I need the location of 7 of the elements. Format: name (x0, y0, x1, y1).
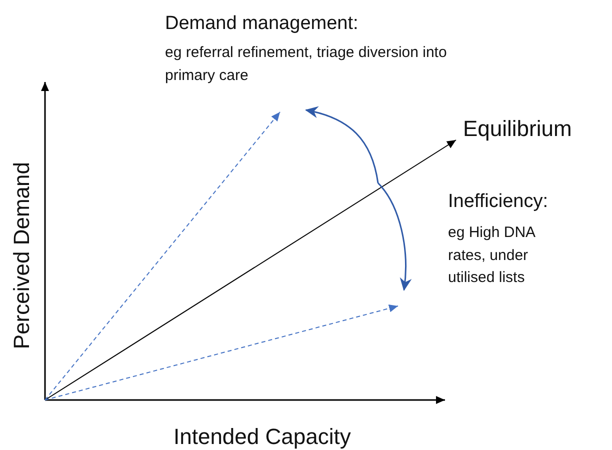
axis-title: Perceived Demand (9, 162, 35, 349)
annotation-heading: Inefficiency: (448, 190, 548, 214)
annotation-text: eg referral refinement, triage diversion into primary care (165, 43, 448, 86)
annotation-heading: Demand management: (165, 12, 358, 36)
axis-title: Intended Capacity (174, 423, 351, 450)
annotation-text: eg High DNA rates, under utilised lists (448, 223, 536, 288)
line-label: Equilibrium (463, 115, 572, 143)
